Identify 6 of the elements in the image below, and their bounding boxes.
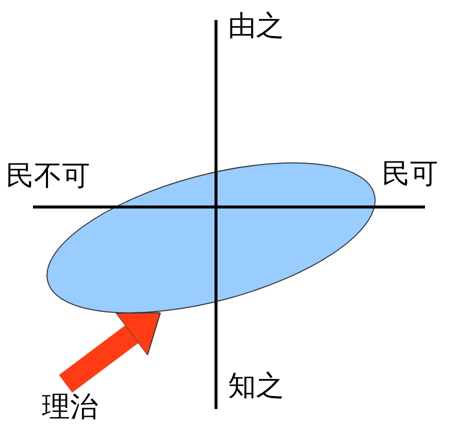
axis-label: 知之 bbox=[228, 372, 284, 400]
axis-label: 由之 bbox=[228, 12, 284, 40]
axis-label: 民不可 bbox=[6, 162, 90, 190]
block-arrow bbox=[59, 312, 161, 393]
node-label: 理治 bbox=[42, 393, 98, 421]
axis-label: 民可 bbox=[382, 160, 438, 188]
